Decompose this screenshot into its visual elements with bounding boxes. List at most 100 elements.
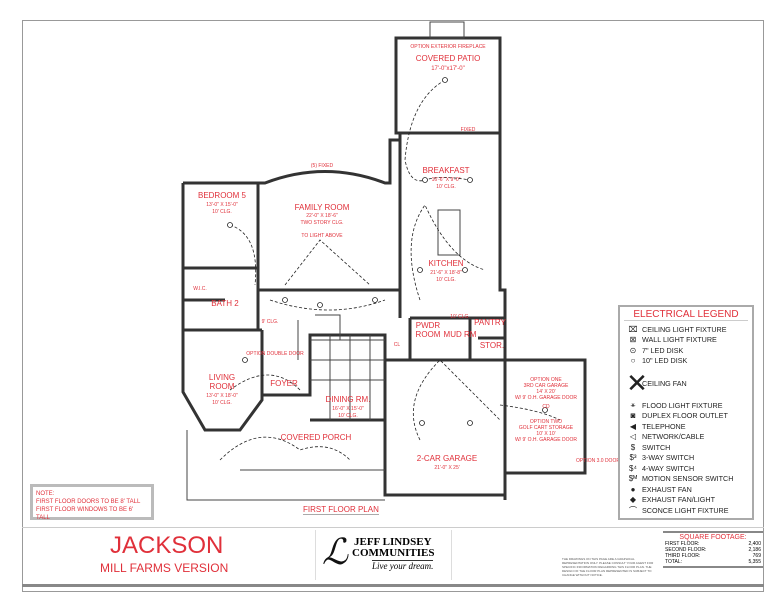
bedroom5-dims: 13'-0" X 15'-0" [206,202,238,208]
dining-dims: 16'-0" X 15'-0" [332,406,364,412]
legend-item: ◆EXHAUST FAN/LIGHT [624,495,748,506]
4way-switch-icon: $⁴ [629,463,637,473]
living-room-clg: 10' CLG. [212,400,232,406]
dining-label: DINING RM. [326,395,371,404]
option-two-label: OPTION TWO [530,419,562,425]
legend-label: 7" LED DISK [642,345,684,355]
legend-label: WALL LIGHT FIXTURE [642,335,717,345]
logo-line-1: JEFF LINDSEY [354,536,432,548]
breakfast-label: BREAKFAST [422,166,469,175]
patio-label: COVERED PATIO [416,54,481,63]
option-door-label: OPTION 3.0 DOOR [576,458,620,464]
title-block [22,527,764,587]
legend-item: ⊙7" LED DISK [624,345,748,356]
motion-switch-icon: $ᴹ [628,474,638,484]
option-two-dims: 10' X 10' [536,431,555,437]
sqft-value: 2,186 [748,547,761,553]
pantry-label: PANTRY [474,318,506,327]
legend-label: SWITCH [642,442,671,452]
square-footage-row: THIRD FLOOR:769 [665,553,761,559]
legend-label: 3-WAY SWITCH [642,453,695,463]
garage-dims: 21'-0" X 25' [434,465,459,471]
option-one-type: 3RD CAR GARAGE [524,383,569,389]
wall-light-icon: ⊠ [629,335,637,345]
legend-item: ✕CEILING FAN [624,366,748,400]
legend-item: ◀ TELEPHONE [624,421,748,432]
dining-garage-walls [262,333,505,497]
led-disk-10-icon: ○ [630,356,636,366]
utility-walls [408,316,505,360]
kitchen-walls [398,133,507,500]
bath2-label: BATH 2 [211,299,239,308]
fixed-window-label: FIXED [461,127,476,133]
legend-label: TELEPHONE [642,421,686,431]
breakfast-dims: 16'-6" X 9'-0" [432,177,461,183]
legend-item: ○ 10" LED DISK [624,356,748,367]
closet-label: CL [394,342,401,348]
breakfast-clg: 10' CLG. [436,184,456,190]
legend-label: NETWORK/CABLE [642,432,705,442]
telephone-icon: ◀ [629,421,637,431]
logo-mark-icon: ℒ [322,532,348,573]
covered-porch-label: COVERED PORCH [281,433,352,442]
option-one-label: OPTION ONE [530,377,562,383]
sqft-value: 2,400 [748,541,761,547]
kitchen-dims: 21'-6" X 18'-8" [430,270,462,276]
closet-clg: 9' CLG. [262,319,279,325]
family-walls [258,138,400,292]
dining-grid [310,335,385,420]
fireplace-note: OPTION EXTERIOR FIREPLACE [410,44,486,50]
legend-item: ● EXHAUST FAN [624,484,748,495]
option-double-door-label: OPTION DOUBLE DOOR [246,351,304,357]
garage-label: 2-CAR GARAGE [417,454,477,463]
patio-walls [394,36,502,135]
sqft-label: TOTAL: [665,559,683,565]
legend-item: ◙DUPLEX FLOOR OUTLET [624,411,748,422]
option-one-dims: 14' X 20' [536,389,555,395]
powder-room-label-1: PWDR [416,321,441,330]
legend-label: MOTION SENSOR SWITCH [642,474,734,484]
legend-item: $³ 3-WAY SWITCH [624,453,748,464]
stairs[interactable] [297,314,341,360]
option-two-door: W/ 9' O.H. GARAGE DOOR [515,437,577,443]
square-footage-title: SQUARE FOOTAGE: [679,534,747,541]
legend-item: ⌒SCONCE LIGHT FIXTURE [624,505,748,516]
legend-label: FLOOD LIGHT FIXTURE [642,400,723,410]
bedroom5-label: BEDROOM 5 [198,191,247,200]
duplex-outlet-icon: ◙ [630,411,636,421]
note-box: NOTE: FIRST FLOOR DOORS TO BE 8' TALL FI… [30,484,154,521]
3way-switch-icon: $³ [629,453,637,463]
switch-icon: $ [630,442,636,452]
ceiling-light-icon: ⌧ [628,324,638,334]
electrical-legend: ELECTRICAL LEGEND ⌧CEILING LIGHT FIXTURE… [618,305,754,520]
sqft-label: SECOND FLOOR: [665,547,707,553]
porch-outline [186,430,385,501]
sqft-value: 5,355 [748,559,761,565]
option-one-door: W/ 9' O.H. GARAGE DOOR [515,395,577,401]
foyer-label: FOYER [270,379,298,388]
kitchen-clg: 10' CLG. [436,277,456,283]
fireplace [429,21,465,39]
wic-label: W.I.C. [193,286,207,292]
legend-item: ⌧CEILING LIGHT FIXTURE [624,324,748,335]
legend-title: ELECTRICAL LEGEND [624,309,748,321]
legend-item: $ᴹ MOTION SENSOR SWITCH [624,474,748,485]
storage-label: STOR. [480,341,504,350]
option-two-type: GOLF CART STORAGE [519,425,574,431]
kitchen-island[interactable] [437,209,461,256]
family-room-dims: 22'-0" X 18'-6" [306,213,338,219]
plan-version: MILL FARMS VERSION [100,561,229,575]
living-room-dims: 13'-0" X 18'-0" [206,393,238,399]
disclaimer: THE DRAWINGS ON THIS PAGE ARE A GRAPHICA… [562,557,654,577]
walls [181,21,587,501]
sqft-label: FIRST FLOOR: [665,541,700,547]
square-footage-row: SECOND FLOOR: 2,186 [665,547,761,553]
legend-label: EXHAUST FAN [642,484,692,494]
exhaust-fan-icon: ● [630,484,636,494]
living-room-label-2: ROOM [210,382,235,391]
bedroom5-clg: 10' CLG. [212,209,232,215]
legend-label: 10" LED DISK [642,356,688,366]
exhaust-fan-light-icon: ◆ [629,495,637,505]
kitchen-label: KITCHEN [428,259,463,268]
